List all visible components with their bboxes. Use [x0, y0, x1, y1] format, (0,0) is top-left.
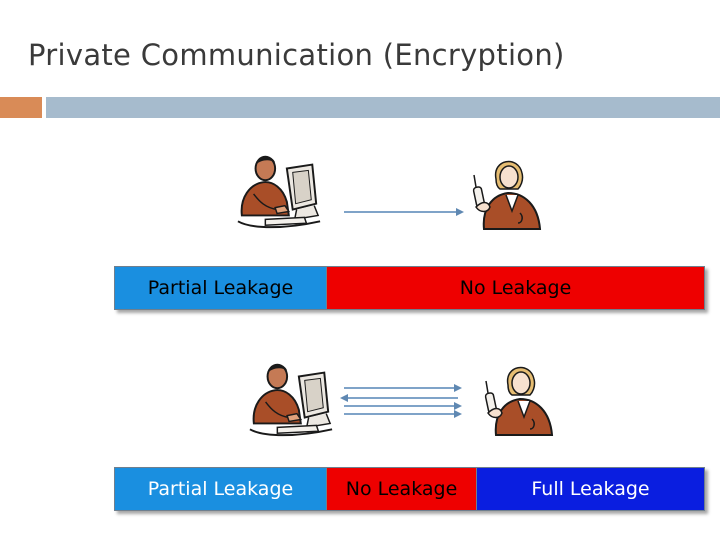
woman-with-phone-icon: [462, 152, 552, 234]
message-arrows-exchange: [338, 382, 462, 418]
accent-bar-orange: [0, 97, 42, 118]
man-at-computer-icon: [248, 358, 336, 438]
leakage-bar-2: Partial Leakage No Leakage Full Leakage: [114, 467, 705, 511]
segment-partial-leakage: Partial Leakage: [115, 468, 326, 510]
man-at-computer-icon: [236, 150, 324, 230]
segment-full-leakage: Full Leakage: [476, 468, 704, 510]
accent-bar-blue: [46, 97, 720, 118]
leakage-bar-1: Partial Leakage No Leakage: [114, 266, 705, 310]
message-arrow: [340, 206, 464, 218]
segment-partial-leakage: Partial Leakage: [115, 267, 326, 309]
segment-no-leakage: No Leakage: [326, 267, 704, 309]
woman-with-phone-icon: [474, 358, 564, 440]
segment-no-leakage: No Leakage: [326, 468, 476, 510]
slide-title: Private Communication (Encryption): [28, 38, 565, 72]
